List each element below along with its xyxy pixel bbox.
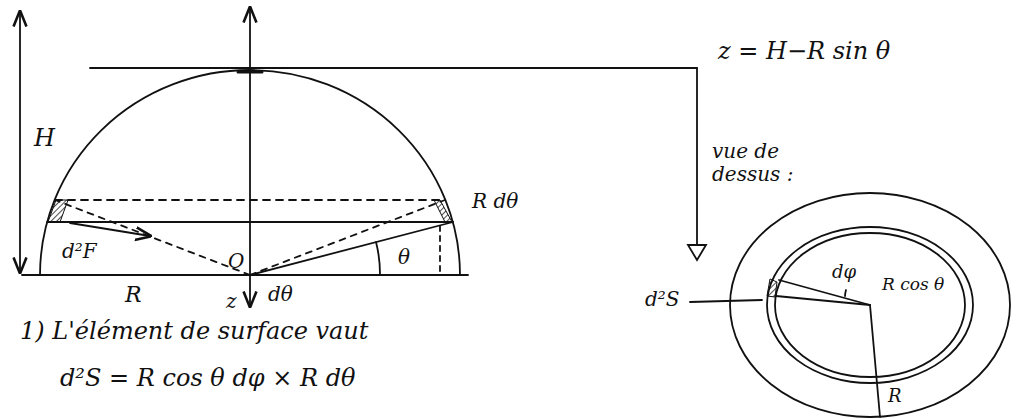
leader-line — [690, 300, 762, 302]
radius — [250, 222, 453, 275]
angle-label: dθ — [268, 283, 293, 306]
force-arrow — [70, 223, 150, 236]
formula: d²S = R cos θ dφ × R dθ — [60, 365, 355, 393]
formula: z = H−R sin θ — [718, 38, 890, 66]
z-axis — [249, 276, 251, 306]
top-mark — [238, 71, 262, 74]
chord — [47, 221, 453, 223]
drop-line — [439, 226, 441, 274]
angle-arc — [845, 290, 846, 296]
force-label: d²F — [62, 240, 97, 263]
angle-label: θ — [398, 246, 410, 269]
radius-label: R — [888, 386, 902, 407]
surface-element — [48, 200, 68, 222]
axis-label: z — [226, 290, 237, 313]
z-arrowhead — [688, 245, 706, 260]
outer-circle — [730, 193, 1010, 417]
element-label: d²S — [645, 288, 680, 311]
height-arrow — [19, 12, 21, 272]
angle-arc — [376, 242, 380, 275]
base-line — [22, 274, 468, 276]
origin-label: O — [228, 250, 244, 273]
z-arrow — [696, 68, 698, 245]
radius-dashed — [250, 200, 445, 275]
angle-label: dφ — [832, 262, 856, 283]
view-label: vue de dessus : — [712, 140, 824, 186]
radius-label: R cos θ — [882, 275, 944, 295]
surface-element — [434, 200, 452, 222]
dimension-label: H — [34, 125, 55, 153]
radius-label: R — [125, 282, 142, 307]
vertical-axis — [249, 8, 251, 275]
chord-dashed — [55, 199, 445, 201]
surface-element — [767, 279, 777, 297]
radius-line — [870, 305, 880, 417]
arc-length-label: R dθ — [472, 190, 518, 213]
wedge-line — [779, 280, 870, 305]
reference-line — [90, 67, 697, 69]
radius-dashed — [55, 200, 250, 275]
statement: 1) L'élément de surface vaut — [20, 318, 368, 346]
